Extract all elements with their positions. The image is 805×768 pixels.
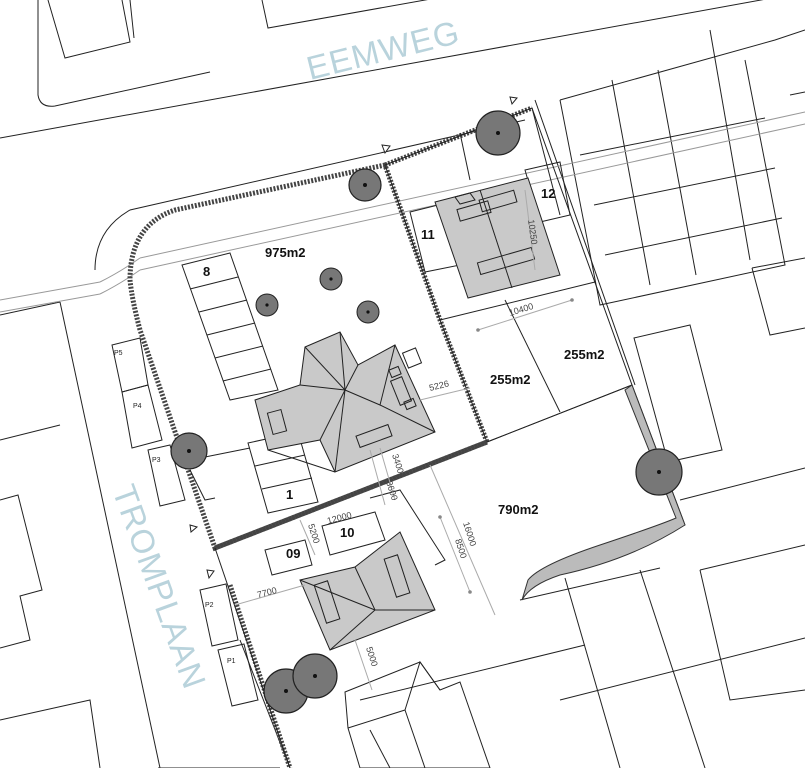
- dimension-label-5226: 5226: [428, 378, 450, 393]
- dimension-label-10250: 10250: [526, 219, 539, 245]
- lot-label-09: 09: [286, 546, 300, 561]
- dimension-label-5200: 5200: [306, 523, 322, 545]
- lot-label-11: 11: [421, 227, 435, 242]
- dimension-label-10400: 10400: [508, 301, 535, 318]
- access-arrow-2: [509, 96, 518, 106]
- dimension-lines: [234, 189, 574, 691]
- lot-label-10: 10: [340, 525, 354, 540]
- lot-label-8: 8: [203, 264, 210, 279]
- parking-label-p1: P1: [227, 658, 236, 665]
- parking-label-p5: P5: [114, 350, 123, 357]
- area-label-790: 790m2: [498, 502, 538, 517]
- access-arrow-4: [206, 569, 215, 580]
- main-house: [254, 331, 436, 473]
- plot-790: [214, 384, 686, 768]
- access-arrows: [189, 96, 518, 580]
- parking-row-8: [181, 252, 279, 401]
- access-arrow-3: [189, 524, 199, 533]
- lot-label-12: 12: [541, 186, 555, 201]
- area-label-255-right: 255m2: [564, 347, 604, 362]
- dimension-label-5000: 5000: [364, 646, 380, 668]
- parking-label-p2: P2: [205, 602, 214, 609]
- trees: [170, 110, 683, 714]
- dimension-label-7700: 7700: [256, 585, 278, 600]
- dimension-label-12000: 12000: [326, 510, 353, 526]
- area-label-255-left: 255m2: [490, 372, 530, 387]
- dimension-label-3400: 3400: [390, 453, 406, 475]
- house-09-10: [299, 531, 436, 651]
- area-label-975: 975m2: [265, 245, 305, 260]
- parking-label-p4: P4: [133, 403, 142, 410]
- street-label-eemweg: EEMWEG: [303, 13, 464, 87]
- dimension-label-3600: 3600: [384, 480, 400, 502]
- access-arrow-1: [381, 144, 391, 155]
- parking-label-p3: P3: [152, 457, 161, 464]
- lot-label-1: 1: [286, 487, 293, 502]
- street-label-tromplaan: TROMPLAAN: [105, 480, 213, 694]
